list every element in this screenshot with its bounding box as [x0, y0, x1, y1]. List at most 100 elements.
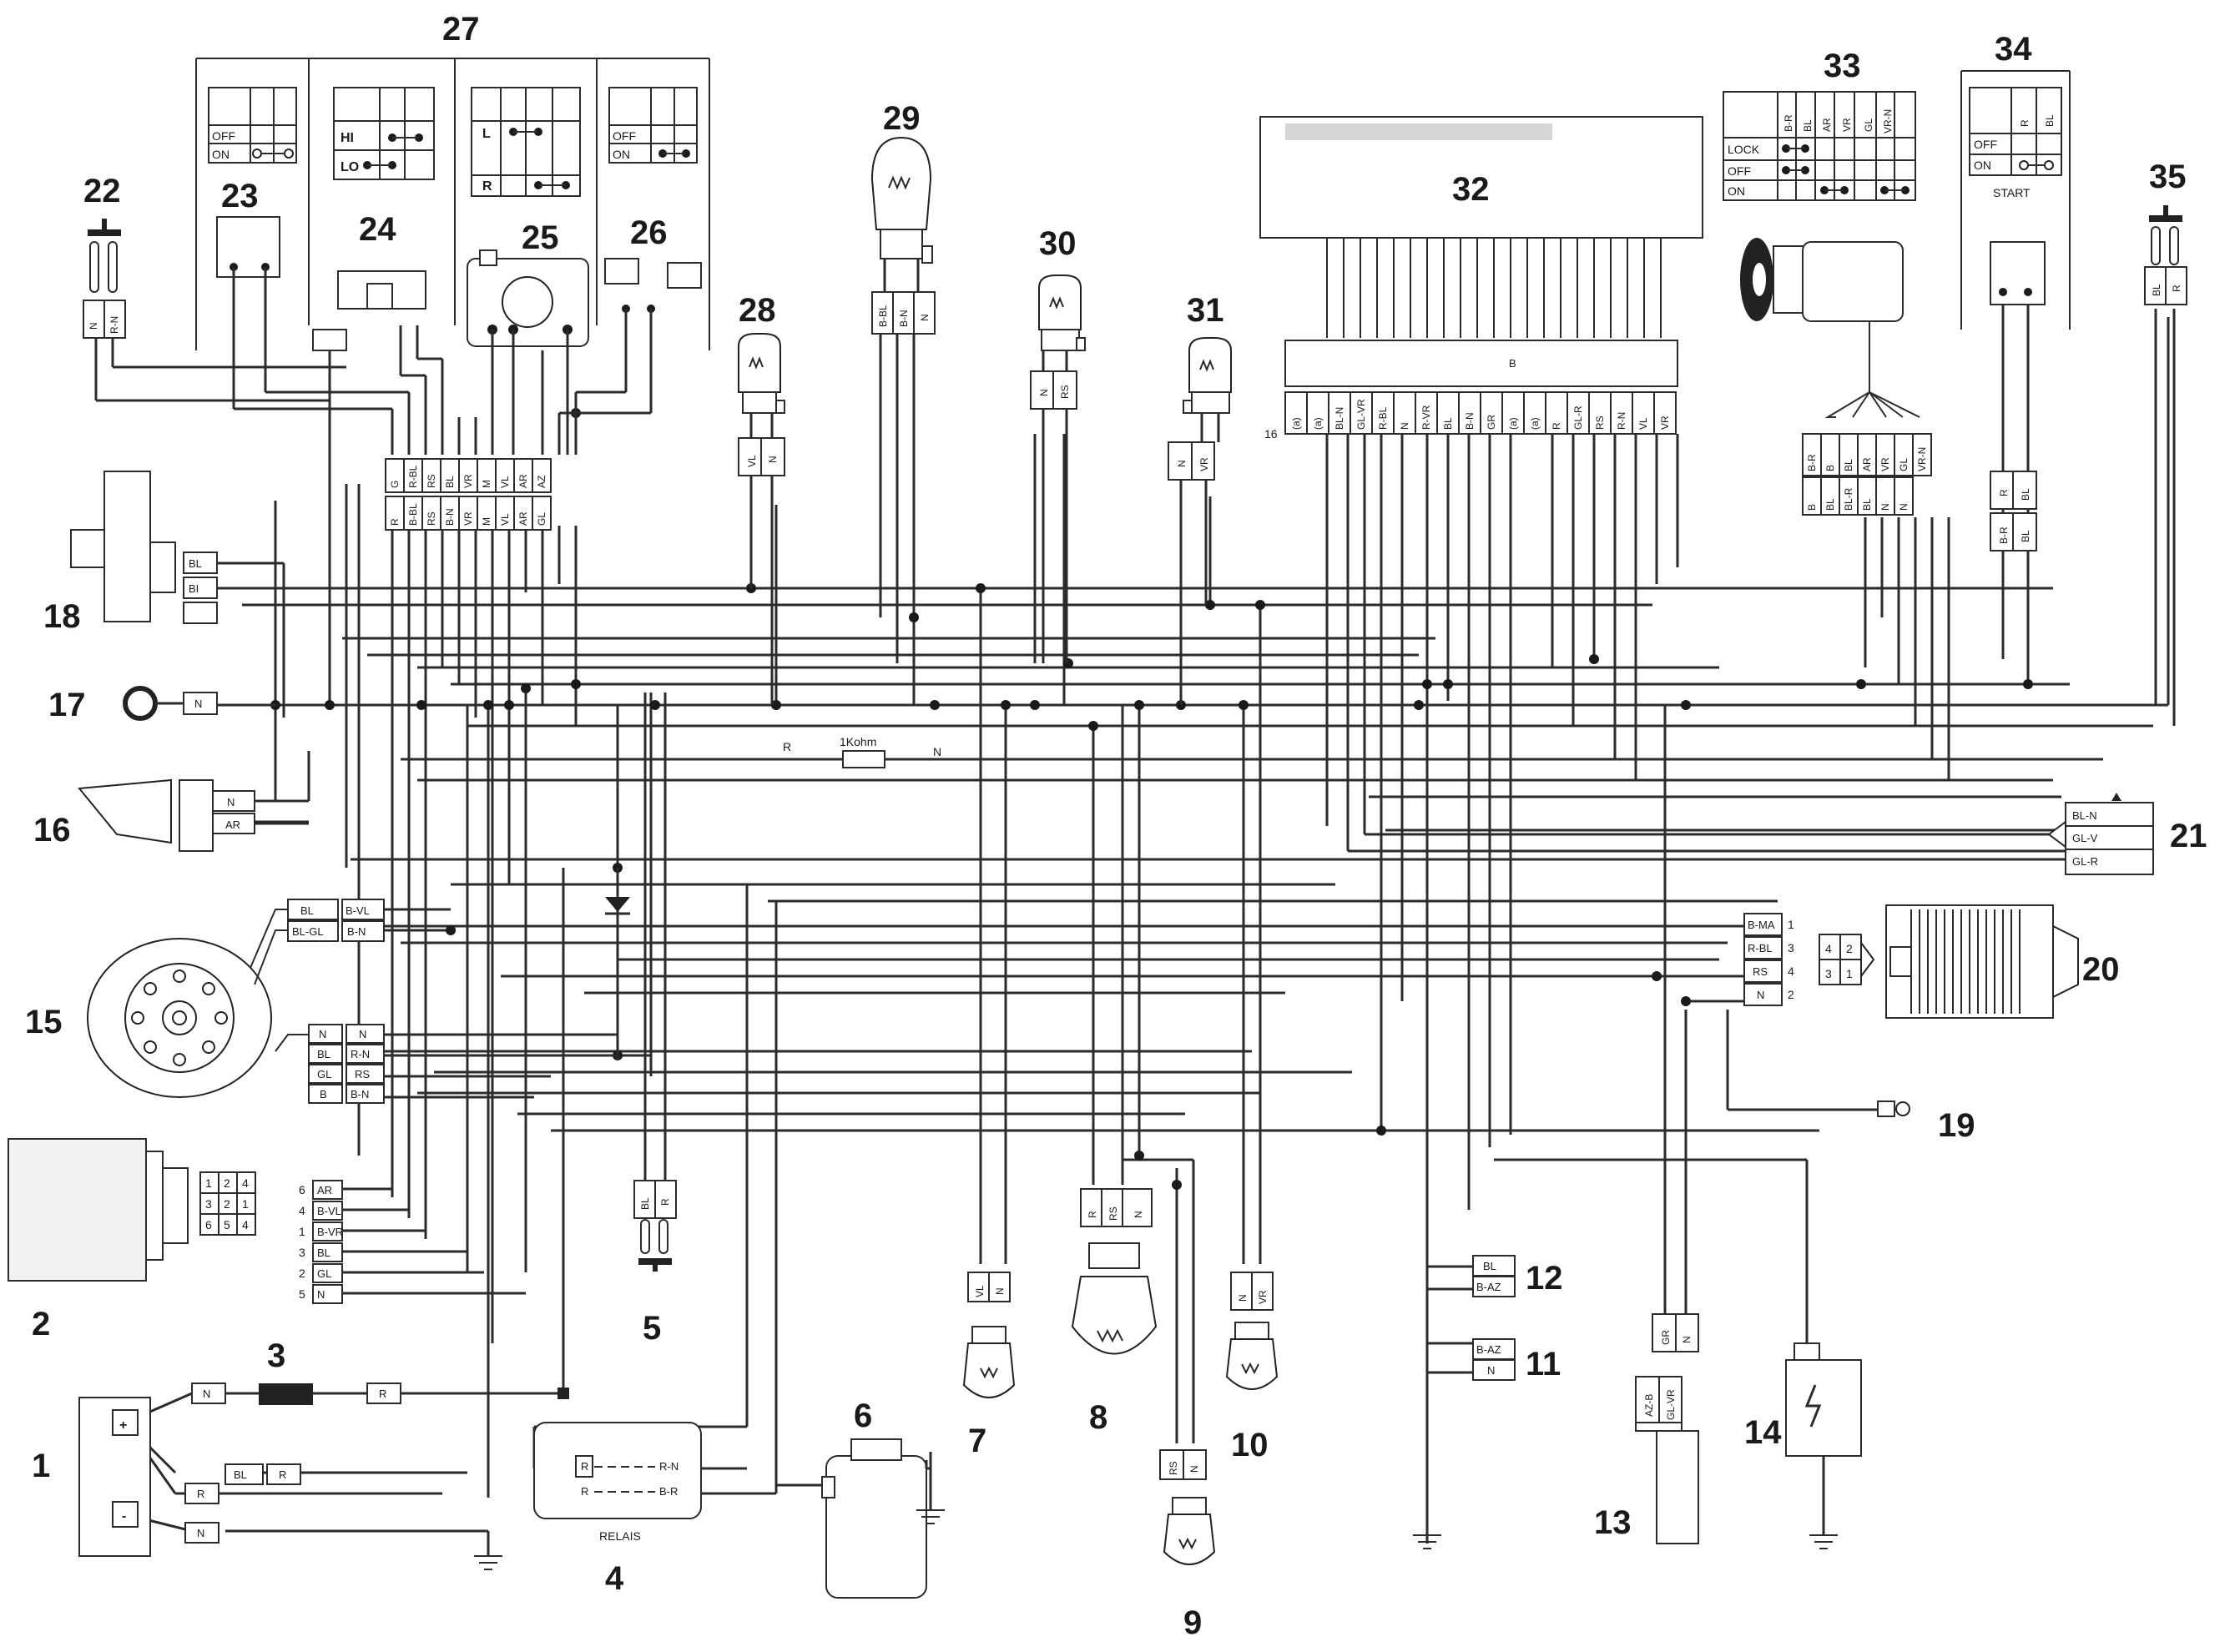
connector-32-top: B — [1509, 357, 1516, 370]
svg-text:3: 3 — [1825, 967, 1832, 980]
ecu-pin16-label: 16 — [1264, 427, 1278, 441]
wire-tag-15h: B — [320, 1088, 327, 1100]
wire-tag-5b: R — [659, 1198, 671, 1206]
wire-tag-21b: GL-V — [2072, 832, 2098, 844]
connector-33a-tag-2: BL — [1843, 459, 1854, 471]
label-29: 29 — [883, 100, 921, 137]
connector-32-tag-15: R-N — [1616, 412, 1627, 430]
wire-tag-20a: B-MA — [1748, 919, 1775, 931]
wire-tag-16b: AR — [225, 818, 240, 831]
wire-tag-5a: BL — [639, 1197, 651, 1210]
resistor-left-tag: R — [783, 740, 791, 753]
label-12: 12 — [1526, 1260, 1563, 1297]
ign-h6: VR-N — [1882, 109, 1894, 133]
wire-tag-22a: N — [88, 322, 99, 330]
label-17: 17 — [48, 687, 86, 723]
connector-27a-tag-2: RS — [426, 474, 437, 488]
connector-33b-tag-0: B — [1806, 504, 1818, 511]
label-15: 15 — [25, 1004, 63, 1040]
label-27: 27 — [442, 11, 480, 48]
cdi-wire-tag-4: GL — [317, 1267, 331, 1280]
connector-27a-tag-4: VR — [462, 474, 474, 488]
label-8: 8 — [1089, 1399, 1107, 1436]
wire-tag-15f: BL — [317, 1048, 330, 1060]
horn-16: N AR 16 — [33, 768, 309, 852]
component-18: BL BI 18 — [43, 471, 218, 635]
wire-tag-28b: N — [767, 456, 779, 463]
wire-tag-13a: GR — [1660, 1330, 1672, 1345]
svg-text:2: 2 — [1846, 942, 1853, 955]
label-16: 16 — [33, 812, 71, 849]
connector-32-tag-10: (a) — [1507, 417, 1519, 430]
wire-tag-31b: VR — [1198, 457, 1210, 471]
connector-33a-tag-5: GL — [1898, 458, 1910, 471]
wire-tag-1c: BL — [234, 1468, 247, 1481]
label-6: 6 — [854, 1398, 872, 1434]
svg-text:2: 2 — [224, 1197, 230, 1211]
pin-20b: 3 — [1788, 941, 1794, 954]
connector-33a-tag-4: VR — [1879, 457, 1891, 471]
connector-27b-tag-8: GL — [536, 512, 547, 526]
dashboard-32: 32 B 16 — [1259, 116, 1703, 441]
connector-32-tag-3: GL-VR — [1355, 399, 1367, 430]
cdi-wire-tag-0: AR — [317, 1184, 332, 1196]
ground-terminal-17: N 17 — [48, 686, 275, 723]
wire-tag-15b: BL-GL — [292, 925, 324, 938]
wire-tag-10b: VR — [1257, 1290, 1269, 1304]
wire-tag-18b: BI — [189, 582, 199, 595]
ign-h5: GL — [1863, 118, 1874, 132]
connector-33b-tag-2: BL-R — [1843, 487, 1854, 511]
cdi-pin-0: 6 — [299, 1183, 305, 1196]
connector-32-tag-5: N — [1399, 422, 1410, 430]
label-9: 9 — [1183, 1604, 1202, 1641]
start-switch-34: 34 R BL OFF ON START R BL B-R BL — [1960, 31, 2071, 552]
lamp-31: N VR 31 — [1168, 292, 1232, 705]
component-13: GR N AZ-B GL-VR 13 — [1594, 1313, 1699, 1544]
resistor-1k: 1Kohm R N — [783, 735, 941, 768]
lamp-28: VL N 28 — [738, 292, 785, 705]
switch-table-25: L R — [471, 87, 581, 197]
connector-32-tag-13: GL-R — [1572, 405, 1584, 430]
connector-27a-tag-3: BL — [444, 476, 456, 488]
connector-32-tag-8: B-N — [1464, 412, 1476, 430]
connector-32-tag-11: (a) — [1529, 417, 1541, 430]
svg-text:+: + — [119, 1418, 127, 1433]
ign-lock: LOCK — [1728, 143, 1760, 156]
wire-tag-17: N — [194, 698, 202, 710]
wire-tag-1d: R — [279, 1468, 286, 1481]
label-31: 31 — [1187, 292, 1224, 329]
switch-table-23: OFF ON — [208, 87, 297, 164]
cdi-wire-tag-3: BL — [317, 1247, 330, 1259]
wire-tag-35b: R — [2171, 285, 2182, 292]
connector-32-tag-9: GR — [1486, 415, 1497, 430]
switch-25-r: R — [482, 179, 492, 194]
battery-1: + - N R BL R R N 1 3 — [32, 1337, 569, 1570]
component-14: 14 — [1744, 1342, 1862, 1549]
connector-33a-tag-0: B-R — [1806, 454, 1818, 471]
connector-32-tag-4: R-BL — [1377, 406, 1389, 430]
label-19: 19 — [1938, 1107, 1975, 1144]
wire-tag-22b: R-N — [108, 316, 120, 334]
cdi-pin-5: 5 — [299, 1287, 305, 1301]
wire-tag-34c: B-R — [1998, 526, 2010, 544]
wire-tag-34b: BL — [2020, 488, 2031, 501]
ign-on: ON — [1728, 184, 1745, 198]
connector-33b-tag-5: N — [1898, 503, 1910, 511]
wire-tag-35a: BL — [2151, 284, 2162, 296]
switch-25-l: L — [482, 127, 491, 141]
connector-33b-tag-4: N — [1879, 503, 1891, 511]
pin-20a: 1 — [1788, 918, 1794, 931]
label-10: 10 — [1231, 1427, 1269, 1463]
svg-text:2: 2 — [224, 1176, 230, 1190]
connector-27b-tag-7: AR — [517, 511, 529, 526]
connector-32-tag-2: BL-N — [1334, 407, 1345, 430]
wire-tag-8c: N — [1133, 1211, 1144, 1218]
component-12: BL B-AZ 12 — [1427, 1255, 1563, 1297]
wire-tag-28a: VL — [746, 455, 758, 467]
component-6: 6 — [776, 1398, 945, 1599]
switch-26-off: OFF — [613, 129, 636, 143]
connector-32-tag-17: VR — [1659, 416, 1671, 430]
wire-tag-15e: N — [319, 1028, 326, 1040]
